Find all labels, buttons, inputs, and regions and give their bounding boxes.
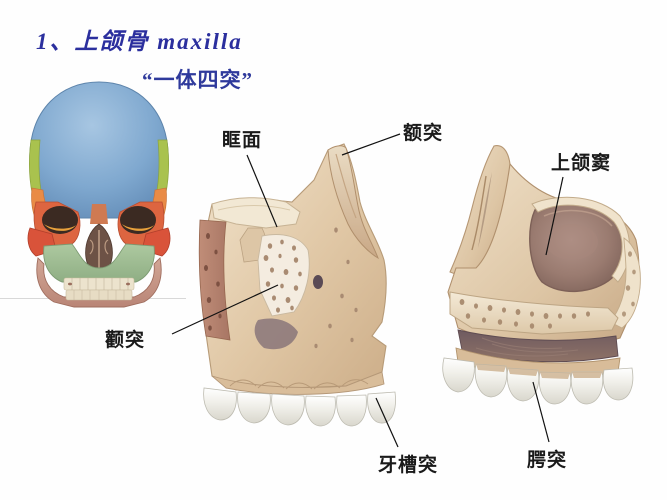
leader-zygomatic-process [171, 284, 279, 335]
leader-alveolar-process [375, 397, 399, 448]
lacrimal-groove [478, 172, 492, 248]
teeth-row-right [442, 357, 634, 405]
leader-palatine-process [532, 381, 550, 443]
label-frontal-process: 额突 [403, 123, 444, 144]
orbit-highlight-left [44, 224, 76, 231]
frontal-process-groove [471, 175, 487, 251]
sinus-rim [531, 196, 631, 283]
trabecular-pores [263, 239, 302, 313]
orbital-surface [211, 197, 301, 229]
frontal-process [327, 145, 379, 260]
tuberosity-pores [622, 251, 636, 317]
orbit-highlight-right [122, 224, 154, 231]
sinus-inner-shade [546, 224, 598, 260]
leader-orbital-surface [246, 154, 278, 228]
page-subtitle: “一体四突” [142, 68, 253, 92]
nasal-concha-right [104, 239, 109, 255]
leader-frontal-process [341, 133, 401, 156]
alveolar-scallops [229, 379, 369, 390]
body-foramina [314, 227, 358, 349]
nasal-concha-left [89, 239, 94, 255]
mental-foramen-left [68, 282, 72, 286]
nasal-floor-striations [475, 337, 579, 357]
tooth-necks [476, 364, 602, 379]
figure-maxilla-sinus [432, 142, 662, 430]
lateral-rough-surface [198, 219, 231, 341]
lower-teeth [65, 289, 133, 301]
palatine-pores [459, 299, 590, 329]
sinus-rim-highlight [543, 209, 613, 227]
maxilla-region [43, 243, 155, 283]
page-title: 1、上颌骨 maxilla [36, 29, 243, 54]
trabecular-patch [257, 234, 310, 317]
lateral-foramina [204, 233, 222, 331]
figure-maxilla-medial [196, 140, 411, 430]
orbit-socket-left [42, 206, 78, 234]
nasal-bridge [90, 204, 108, 224]
label-zygomatic-process: 颧突 [105, 330, 146, 351]
orbit-socket-right [120, 206, 156, 234]
palatine-process [449, 291, 619, 335]
label-orbital-surface: 眶面 [222, 130, 263, 151]
label-maxillary-sinus: 上颌窦 [551, 153, 612, 174]
mental-foramen-right [126, 282, 130, 286]
label-palatine-process: 腭突 [527, 450, 568, 471]
label-alveolar-process: 牙槽突 [378, 455, 439, 476]
infraorbital-foramen [313, 275, 323, 289]
figure-anterior-skull [14, 78, 184, 308]
frontal-process-ridge [335, 153, 357, 219]
teeth-row [203, 387, 396, 427]
orbital-surface-ridge [217, 205, 291, 211]
leader-maxillary-sinus [545, 176, 564, 256]
infratemporal-recess [254, 318, 298, 350]
